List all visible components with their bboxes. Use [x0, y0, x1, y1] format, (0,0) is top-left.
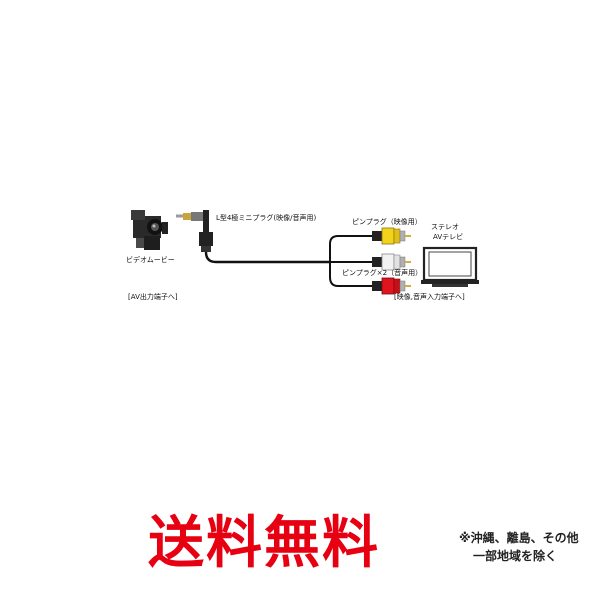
tv-label-line2: AVテレビ — [433, 233, 464, 241]
mini-plug-label: L型4極ミニプラグ(映像/音声用) — [216, 214, 317, 222]
rca-plug-yellow — [372, 227, 411, 245]
shipping-note-line1: ※沖縄、離島、その他 — [459, 531, 579, 545]
pin-plug-audio-label: ピンプラグ×2（音声用） — [342, 269, 423, 277]
camcorder-label: ビデオムービー — [126, 256, 175, 264]
rca-plug-white — [372, 253, 411, 271]
rca-plug-red — [372, 277, 411, 295]
tv-label-line1: ステレオ — [431, 223, 459, 231]
television-icon — [421, 246, 479, 287]
free-shipping-text: 送料無料 — [148, 511, 380, 576]
shipping-note-line2: 一部地域を除く — [473, 549, 558, 563]
pin-plug-video-label: ピンプラグ（映像用） — [352, 218, 422, 226]
video-camera-icon — [131, 210, 168, 250]
l-shaped-mini-plug-icon — [176, 210, 213, 252]
camcorder-terminal-label: [AV出力端子へ] — [128, 293, 178, 301]
free-shipping-banner: 送料無料 ※沖縄、離島、その他 一部地域を除く — [0, 508, 600, 600]
main-cable — [204, 251, 330, 264]
tv-terminal-label: [映像,音声入力端子へ] — [394, 293, 465, 301]
cable-audio-red — [329, 262, 372, 287]
cable-video — [329, 235, 372, 262]
